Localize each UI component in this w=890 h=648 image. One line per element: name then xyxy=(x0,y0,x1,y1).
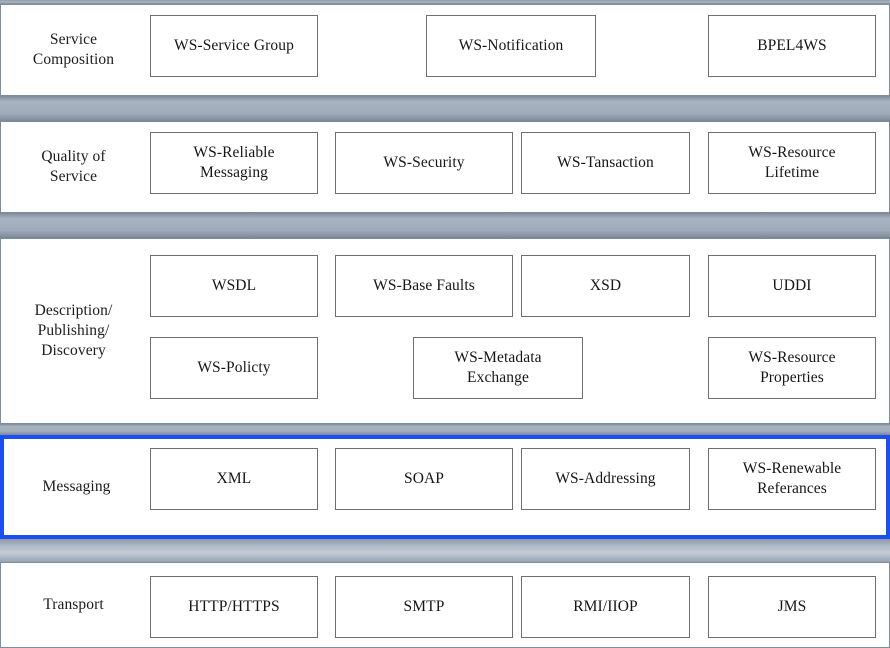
node-label: XML xyxy=(216,470,252,488)
node-label: WS-Tansaction xyxy=(557,154,654,172)
node-ws-service-group[interactable]: WS-Service Group xyxy=(150,15,318,77)
node-xsd[interactable]: XSD xyxy=(521,255,690,317)
layer-separator-band xyxy=(0,213,890,238)
node-label: RMI/IIOP xyxy=(573,598,638,616)
layer-separator-band xyxy=(0,539,890,562)
layer-nodes-transport: HTTP/HTTPS SMTP RMI/IIOP JMS xyxy=(146,563,889,647)
node-ws-security[interactable]: WS-Security xyxy=(335,132,513,194)
node-label: WS-Addressing xyxy=(555,470,656,488)
layer-label-line: Publishing/ xyxy=(37,321,110,339)
layer-label-line: Composition xyxy=(32,51,115,68)
layer-nodes-description-publishing-discovery: WSDL WS-Base Faults XSD UDDI WS-Policty WS-Me… xyxy=(146,239,889,423)
node-xml[interactable]: XML xyxy=(150,448,318,510)
node-bpel4ws[interactable]: BPEL4WS xyxy=(708,15,876,77)
layer-label-line: Messaging xyxy=(42,477,111,495)
layer-label-line: Service xyxy=(49,30,98,48)
node-label: JMS xyxy=(777,598,807,616)
layer-label-line: Quality of xyxy=(41,147,106,165)
layer-separator-band xyxy=(0,0,890,4)
node-label: HTTP/HTTPS xyxy=(188,598,280,616)
layer-label-quality-of-service: Quality of Service xyxy=(1,147,146,187)
layer-label-line: Discovery xyxy=(41,342,106,360)
node-label: WS-Policty xyxy=(197,359,271,377)
node-label: BPEL4WS xyxy=(757,37,827,55)
node-ws-base-faults[interactable]: WS-Base Faults xyxy=(335,255,513,317)
node-uddi[interactable]: UDDI xyxy=(708,255,876,317)
layer-label-line: Service xyxy=(49,168,98,185)
node-ws-tansaction[interactable]: WS-Tansaction xyxy=(521,132,690,194)
node-label: UDDI xyxy=(772,277,812,295)
layer-label-transport: Transport xyxy=(1,595,146,615)
layer-label-line: Description/ xyxy=(34,301,113,319)
node-ws-addressing[interactable]: WS-Addressing xyxy=(521,448,690,510)
node-label: SMTP xyxy=(403,598,445,616)
node-ws-notification[interactable]: WS-Notification xyxy=(426,15,596,77)
node-label: SOAP xyxy=(403,470,445,488)
node-label: WS-Notification xyxy=(458,37,564,55)
node-rmi-iiop[interactable]: RMI/IIOP xyxy=(521,576,690,638)
node-wsdl[interactable]: WSDL xyxy=(150,255,318,317)
layer-separator-band xyxy=(0,96,890,121)
node-smtp[interactable]: SMTP xyxy=(335,576,513,638)
layer-nodes-service-composition: WS-Service Group WS-Notification BPEL4WS xyxy=(146,5,889,95)
layer-label-messaging: Messaging xyxy=(4,477,149,497)
layer-transport: Transport HTTP/HTTPS SMTP RMI/IIOP JMS xyxy=(0,562,890,648)
node-label: WS-Security xyxy=(383,154,465,172)
layer-label-description-publishing-discovery: Description/Publishing/Discovery xyxy=(1,301,146,361)
layer-label-line: Transport xyxy=(43,595,104,613)
layer-separator-band xyxy=(0,424,890,435)
node-label: WS-Service Group xyxy=(174,37,294,55)
node-ws-policty[interactable]: WS-Policty xyxy=(150,337,318,399)
node-label: XSD xyxy=(589,277,622,295)
node-soap[interactable]: SOAP xyxy=(335,448,513,510)
layer-description-publishing-discovery: Description/Publishing/Discovery WSDL WS-B… xyxy=(0,238,890,424)
layer-messaging: Messaging XML SOAP WS-Addressing WS-Renewabl… xyxy=(0,435,890,539)
node-label: WSDL xyxy=(211,277,257,295)
node-label: WS-Base Faults xyxy=(373,277,475,295)
node-jms[interactable]: JMS xyxy=(708,576,876,638)
node-http-https[interactable]: HTTP/HTTPS xyxy=(150,576,318,638)
